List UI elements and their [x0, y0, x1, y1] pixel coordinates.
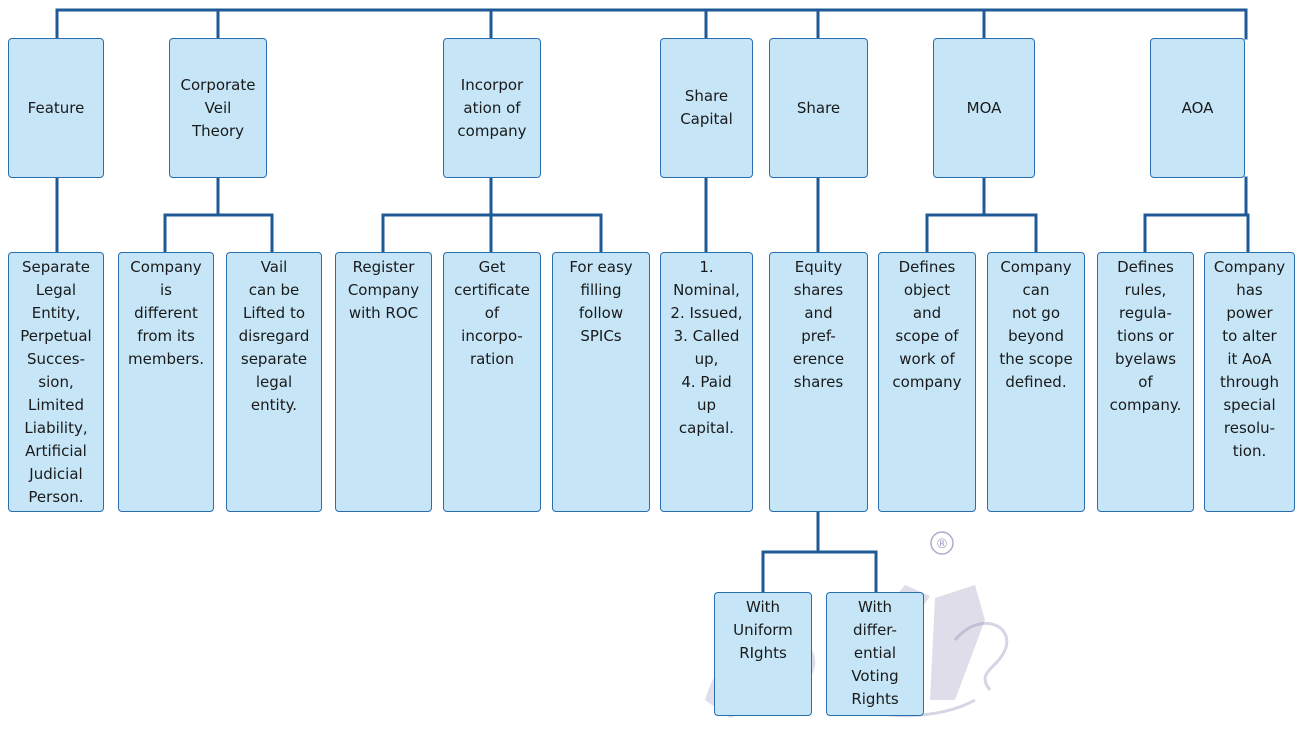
node-share-capital: Share Capital [660, 38, 753, 178]
leaf-aoa-alter: Company has power to alter it AoA throug… [1204, 252, 1295, 512]
node-feature: Feature [8, 38, 104, 178]
leaf-company-different: Company is different from its members. [118, 252, 214, 512]
leaf-equity-preference: Equity shares and pref- erence shares [769, 252, 868, 512]
node-aoa: AOA [1150, 38, 1245, 178]
node-moa: MOA [933, 38, 1035, 178]
leaf-moa-defines: Defines object and scope of work of comp… [878, 252, 976, 512]
leaf-moa-scope: Company can not go beyond the scope defi… [987, 252, 1085, 512]
leaf-feature-details: Separate Legal Entity, Perpetual Succes-… [8, 252, 104, 512]
leaf-capital-types: 1. Nominal, 2. Issued, 3. Called up, 4. … [660, 252, 753, 512]
leaf-uniform-rights: With Uniform RIghts [714, 592, 812, 716]
leaf-aoa-rules: Defines rules, regula- tions or byelaws … [1097, 252, 1194, 512]
leaf-spics: For easy filling follow SPICs [552, 252, 650, 512]
node-incorporation-of-company: Incorpor ation of company [443, 38, 541, 178]
node-share: Share [769, 38, 868, 178]
leaf-vail-lifted: Vail can be Lifted to disregard separate… [226, 252, 322, 512]
leaf-differential-voting: With differ- ential Voting Rights [826, 592, 924, 716]
leaf-get-certificate: Get certificate of incorpo- ration [443, 252, 541, 512]
node-corporate-veil-theory: Corporate Veil Theory [169, 38, 267, 178]
leaf-register-company: Register Company with ROC [335, 252, 432, 512]
